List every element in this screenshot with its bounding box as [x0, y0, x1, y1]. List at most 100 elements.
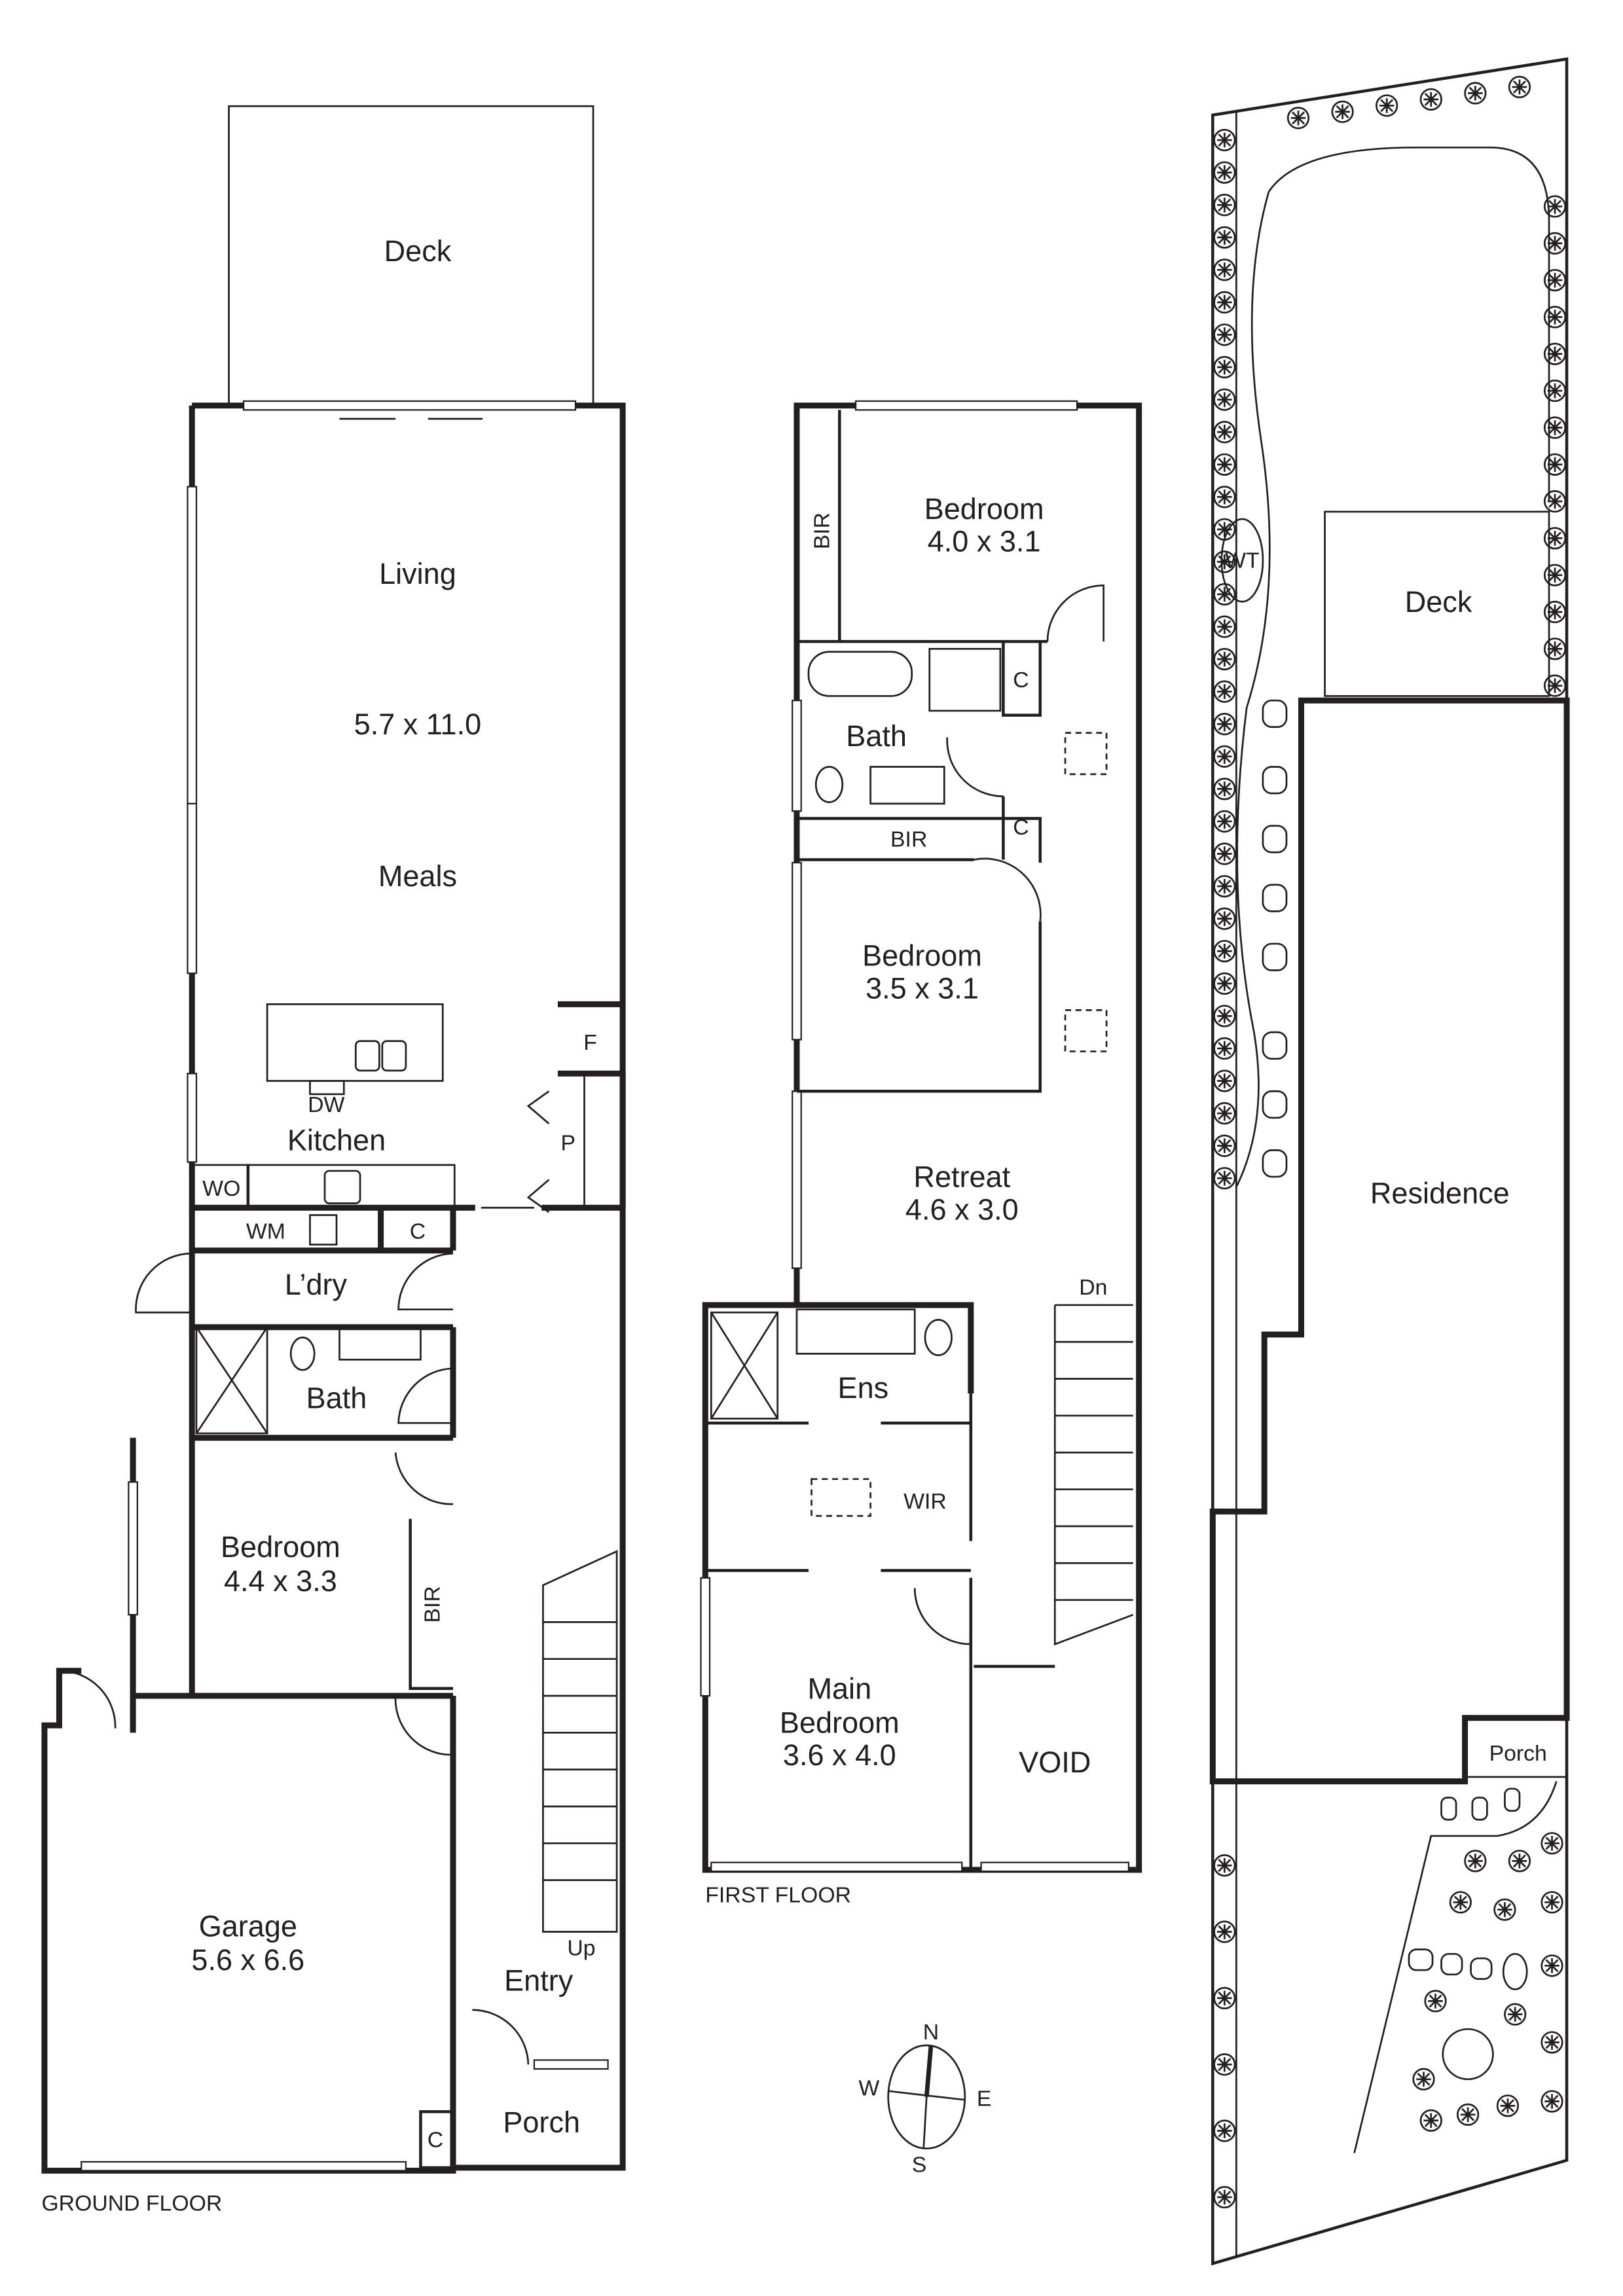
shrub-icon [1543, 637, 1567, 660]
shrub-icon [1497, 1902, 1512, 1917]
shrub-icon [1217, 814, 1232, 829]
shrub-icon [1217, 424, 1232, 440]
shrub-icon [1217, 1138, 1232, 1153]
shrub-icon [1547, 567, 1563, 583]
shrub-icon [1416, 2072, 1431, 2087]
first-floor-plan: BIR Bedroom 4.0 x 3.1 C Bath C BIR Bedro… [700, 400, 1142, 1907]
shrub-icon [1217, 165, 1232, 180]
site-plan: WT Deck Residence Porch [1209, 57, 1570, 2266]
shrub-icon [1213, 615, 1236, 638]
shrub-icon [1460, 2107, 1476, 2123]
shrub-icon [1217, 976, 1232, 992]
pantry-doors [526, 1090, 550, 1213]
shrub-icon [1412, 2068, 1435, 2090]
shower [928, 647, 1002, 712]
shrub-icon [1543, 490, 1567, 513]
shrub-icon [1217, 132, 1232, 148]
door-swings [59, 1367, 530, 2065]
site-label-porch: Porch [1489, 1741, 1547, 1766]
room-label-bedroom1: Bedroom [924, 492, 1044, 526]
compass-west: W [858, 2076, 879, 2101]
room-label-deck: Deck [384, 234, 452, 268]
garage-door [81, 2161, 407, 2172]
first-floor-caption: FIRST FLOOR [705, 1882, 851, 1907]
shrub-icon [1213, 453, 1236, 476]
vanity [795, 1308, 916, 1355]
shrub-icon [1217, 619, 1232, 634]
ground-floor-caption: GROUND FLOOR [41, 2191, 222, 2215]
shrub-icon [1547, 199, 1563, 214]
label-stairs-up: Up [567, 1936, 595, 1961]
shrub-icon [1335, 104, 1350, 120]
shrub-icon [1453, 1895, 1468, 1910]
trees [1213, 75, 1567, 2209]
shrub-icon [1213, 161, 1236, 184]
shrub-icon [1213, 194, 1236, 217]
shrub-icon [1213, 355, 1236, 379]
toilet-icon [814, 766, 844, 804]
window [128, 1481, 138, 1616]
staircase-down [1053, 1304, 1134, 1646]
shrub-icon [1456, 2103, 1480, 2126]
shrub-icon [1217, 359, 1232, 375]
shrub-icon [1217, 197, 1232, 213]
shrub-icon [1423, 92, 1439, 107]
shrub-icon [1217, 1990, 1232, 2006]
shrub-icon [1213, 1920, 1236, 1943]
compass: N S E W [858, 2020, 991, 2178]
label-dishwasher: DW [308, 1092, 344, 1117]
shrub-icon [1213, 550, 1236, 573]
site-label-residence: Residence [1370, 1176, 1510, 1210]
shrub-icon [1507, 2007, 1523, 2022]
shrub-icon [1543, 379, 1567, 403]
shrub-icon [1286, 107, 1310, 130]
shrub-icon [1213, 1037, 1236, 1060]
garden-path [1235, 110, 1550, 2257]
cooktop-icon [323, 1170, 361, 1204]
shrub-icon [1217, 522, 1232, 537]
shrub-icon [1541, 1954, 1563, 1977]
shrub-icon [1424, 1990, 1447, 2013]
label-bir-top: BIR [810, 512, 835, 549]
shrub-icon [1217, 2057, 1232, 2072]
water-tank [1220, 518, 1264, 603]
shrub-icon [1213, 128, 1236, 152]
room-dims-bedroom1: 4.0 x 3.1 [928, 525, 1041, 558]
shrub-icon [1464, 1850, 1487, 1873]
shrub-icon [1217, 1924, 1232, 1939]
shrub-icon [1512, 1854, 1527, 1869]
shrub-icon [1213, 1102, 1236, 1125]
compass-east: E [977, 2086, 992, 2111]
shrub-icon [1217, 716, 1232, 732]
shrub-icon [1213, 421, 1236, 444]
shrub-icon [1217, 230, 1232, 245]
label-bir: BIR [420, 1586, 445, 1623]
door-swings [913, 584, 1104, 1645]
shrub-icon [1512, 79, 1527, 95]
shrub-icon [1213, 518, 1236, 541]
label-bir-mid: BIR [890, 827, 927, 852]
bathtub [807, 651, 913, 697]
shrub-icon [1213, 2185, 1236, 2209]
room-label-porch: Porch [503, 2106, 580, 2139]
shrub-icon [1213, 647, 1236, 671]
site-boundary [1211, 57, 1569, 2266]
laundry-walls [192, 1208, 456, 1441]
shrub-icon [1213, 745, 1236, 768]
shrub-icon [1379, 98, 1395, 113]
room-label-bath: Bath [846, 719, 907, 753]
room-dims-garage: 5.6 x 6.6 [191, 1943, 304, 1977]
shrub-icon [1547, 383, 1563, 399]
site-label-deck: Deck [1405, 585, 1472, 619]
shrub-icon [1547, 641, 1563, 656]
shrub-icon [1213, 1986, 1236, 2010]
room-label-meals: Meals [378, 859, 457, 893]
room-label-retreat: Retreat [913, 1160, 1010, 1194]
room-label-main-bedroom-2: Bedroom [780, 1706, 900, 1739]
shrub-icon [1217, 490, 1232, 505]
room-dims-bedroom: 4.4 x 3.3 [224, 1564, 337, 1598]
vanity [338, 1326, 422, 1361]
shrub-icon [1331, 100, 1354, 123]
shrub-icon [1213, 2119, 1236, 2142]
